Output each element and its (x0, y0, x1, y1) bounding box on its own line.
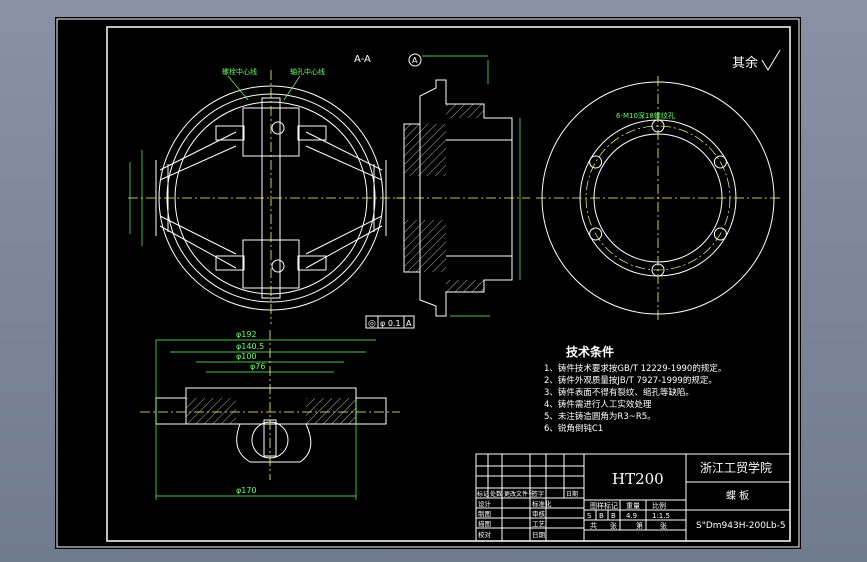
tolerance-frame: ◎ φ 0.1 A (365, 315, 415, 329)
tol-value: φ 0.1 (380, 319, 401, 328)
dim-d192: φ192 (236, 330, 257, 339)
stage-label: 图样标记 (590, 501, 618, 510)
bolt-hole (589, 227, 603, 241)
weight-value: 4.9 (626, 512, 637, 520)
role-label: 描图 (478, 519, 491, 528)
role-label: 标准化 (532, 499, 552, 508)
dim-d100: φ100 (236, 352, 257, 361)
sheet-total-unit: 张 (610, 521, 617, 530)
rev-header: 签字 (532, 490, 544, 498)
tech-req-item: 3、铸件表面不得有裂纹、缩孔等缺陷。 (544, 387, 694, 398)
rev-header: 更改文件号 (504, 490, 534, 498)
role-label: 日期 (532, 531, 546, 539)
front-view-centerlines (128, 70, 404, 324)
section-hatch-bottom (446, 280, 484, 292)
rev-header: 日期 (566, 490, 578, 498)
scale-label: 比例 (652, 501, 666, 510)
tech-req-item: 6、锐角倒钝C1 (544, 423, 603, 434)
bolt-hole (589, 155, 603, 169)
tech-req-title: 技术条件 (566, 344, 614, 359)
right-view-note: 6-M10深18螺纹孔 (616, 111, 675, 120)
bottom-hatch-left (186, 398, 236, 424)
role-label: 校对 (478, 530, 492, 539)
front-view-label-2: 轴孔中心线 (290, 67, 325, 76)
tech-req-item: 1、铸件技术要求按GB/T 12229-1990的规定。 (544, 363, 726, 374)
section-hatch-lower (404, 220, 446, 272)
tol-symbol: ◎ (368, 319, 376, 329)
section-hatch-top (446, 104, 484, 118)
rev-header: 标记 (477, 490, 489, 498)
section-dims (422, 55, 521, 317)
outer-border (56, 18, 800, 548)
datum-letter: A (412, 56, 418, 65)
sheet-total-label: 共 (590, 521, 597, 530)
material: HT200 (612, 470, 664, 488)
front-view (155, 85, 387, 311)
section-label: A-A (354, 54, 371, 65)
dim-d170: φ170 (236, 486, 257, 495)
tol-datum: A (406, 319, 412, 328)
role-label: 审核 (532, 509, 546, 518)
bolt-hole (713, 227, 727, 241)
stage-mark: B (611, 512, 616, 520)
title-block (475, 453, 791, 542)
tech-req-list: 1、铸件技术要求按GB/T 12229-1990的规定。 2、铸件外观质量按JB… (544, 363, 726, 434)
bottom-view-centerline (140, 330, 400, 480)
bottom-hatch-right (306, 398, 356, 424)
right-view-centerlines (536, 76, 780, 320)
front-view-dims (129, 75, 301, 246)
part-name: 蝶 板 (726, 489, 749, 502)
roughness-note: 其余 (732, 55, 758, 71)
section-hatch-upper (404, 124, 446, 176)
tech-req-item: 4、铸件需进行人工实效处理 (544, 399, 652, 410)
tech-req-item: 5、未注铸造圆角为R3~R5。 (544, 411, 656, 422)
inner-frame (106, 26, 791, 542)
bolt-hole (713, 155, 727, 169)
stage-mark: S (587, 512, 592, 520)
rev-header: 处数 (490, 490, 502, 498)
tech-req-item: 2、铸件外观质量按JB/T 7927-1999的规定。 (544, 375, 717, 386)
datum-marker (408, 53, 422, 67)
role-label: 设计 (478, 499, 492, 508)
front-view-label-1: 螺栓中心线 (222, 67, 257, 76)
drawing-number: S"Dm943H-200Lb-5 (696, 521, 786, 531)
dim-d76: φ76 (250, 362, 265, 371)
drawing-sheet (55, 17, 801, 549)
role-label: 制图 (478, 509, 491, 518)
sheet-no-label: 第 (636, 521, 643, 530)
bottom-view-dims (155, 339, 376, 500)
roughness-symbol (761, 49, 781, 71)
sheet-no-unit: 张 (660, 521, 667, 530)
scale-value: 1:1.5 (652, 512, 670, 520)
weight-label: 重量 (626, 502, 640, 510)
stage-mark: B (599, 512, 604, 520)
dim-d140: φ140.5 (236, 342, 264, 351)
role-label: 工艺 (532, 520, 546, 528)
school-name: 浙江工贸学院 (700, 460, 772, 475)
